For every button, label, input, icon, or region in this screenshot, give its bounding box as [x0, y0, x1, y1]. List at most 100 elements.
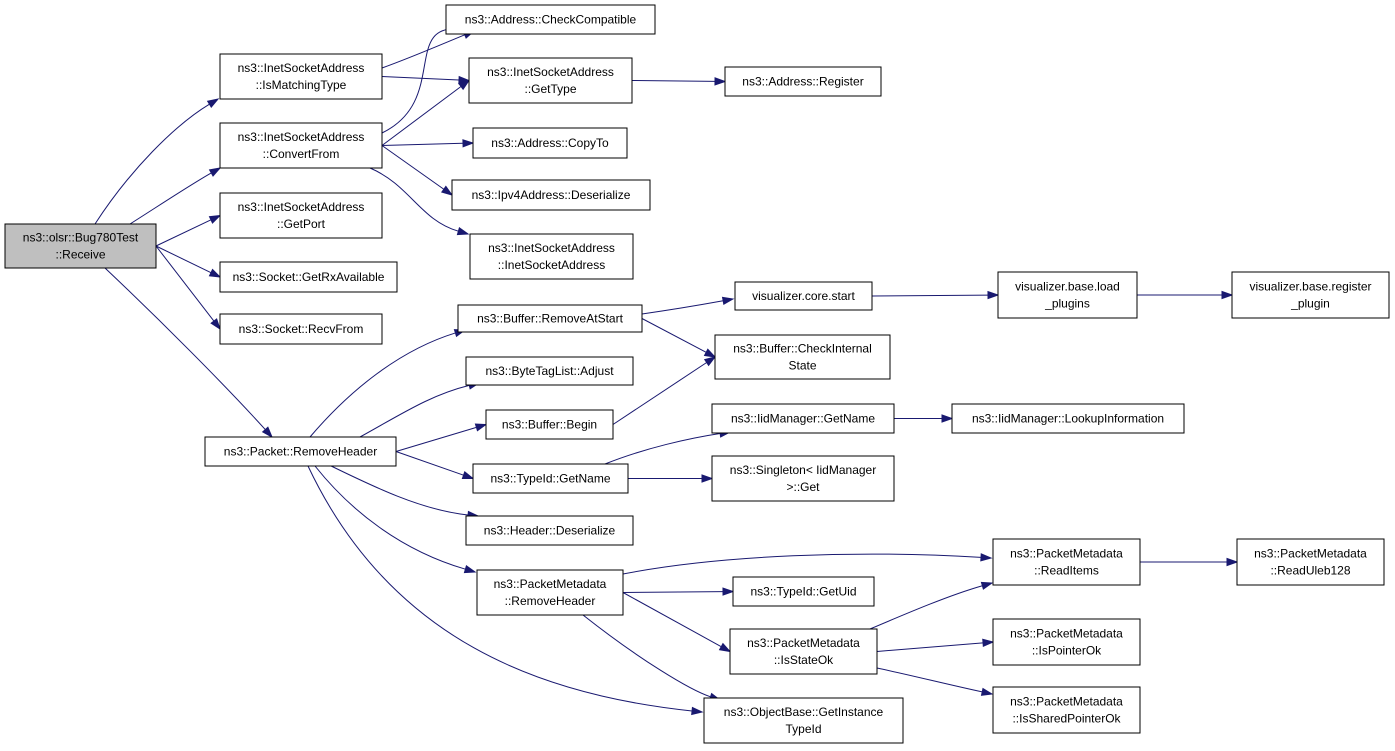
node-getuid[interactable]: ns3::TypeId::GetUid	[732, 576, 875, 607]
node-iid-getname[interactable]: ns3::IidManager::GetName	[711, 403, 895, 434]
node-ispointerok[interactable]: ns3::PacketMetadata::IsPointerOk	[992, 618, 1141, 666]
node-label: TypeId	[785, 722, 821, 736]
node-checkcompatible[interactable]: ns3::Address::CheckCompatible	[445, 4, 656, 35]
node-pm-removeheader[interactable]: ns3::PacketMetadata::RemoveHeader	[476, 569, 624, 616]
edge-line	[612, 362, 707, 425]
node-register[interactable]: ns3::Address::Register	[724, 66, 882, 97]
edge-convertfrom-to-gettype	[381, 79, 471, 146]
node-vis-start[interactable]: visualizer.core.start	[734, 281, 873, 311]
node-copyto[interactable]: ns3::Address::CopyTo	[472, 127, 628, 159]
node-label: ns3::olsr::Bug780Test	[23, 231, 139, 245]
edge-root-to-pkt_removeheader	[104, 267, 274, 439]
edge-removeatstart-to-vis_start	[641, 296, 735, 315]
edge-pkt_removeheader-to-adjust	[359, 381, 481, 438]
node-readitems[interactable]: ns3::PacketMetadata::ReadItems	[992, 538, 1141, 586]
node-readuleb[interactable]: ns3::PacketMetadata::ReadUleb128	[1236, 538, 1385, 586]
edge-pkt_removeheader-to-removeatstart	[309, 329, 467, 438]
node-label: _plugins	[1044, 297, 1090, 311]
node-label: visualizer.base.register	[1249, 280, 1371, 294]
node-singleton-get[interactable]: ns3::Singleton< IidManager>::Get	[711, 455, 895, 502]
node-box	[451, 179, 651, 211]
node-gettype[interactable]: ns3::InetSocketAddress::GetType	[468, 57, 633, 104]
node-inetctor[interactable]: ns3::InetSocketAddress::InetSocketAddres…	[469, 233, 634, 280]
edge-iid_getname-to-lookupinfo	[894, 414, 954, 423]
node-label: ns3::PacketMetadata	[1010, 627, 1123, 641]
node-convertfrom[interactable]: ns3::InetSocketAddress::ConvertFrom	[219, 122, 383, 169]
edge-line	[359, 384, 470, 438]
node-root[interactable]: ns3::olsr::Bug780Test::Receive	[4, 223, 157, 269]
arrowhead-icon	[941, 414, 954, 423]
arrowhead-icon	[440, 185, 454, 196]
node-label: ::IsPointerOk	[1032, 644, 1102, 658]
node-box	[711, 403, 895, 434]
node-getrxavailable[interactable]: ns3::Socket::GetRxAvailable	[219, 261, 398, 293]
node-tid-getname[interactable]: ns3::TypeId::GetName	[472, 463, 629, 494]
arrowhead-icon	[458, 79, 471, 91]
edge-line	[381, 34, 465, 69]
node-label: ns3::InetSocketAddress	[238, 130, 365, 144]
arrowhead-icon	[208, 167, 222, 177]
node-recvfrom[interactable]: ns3::Socket::RecvFrom	[219, 313, 383, 345]
node-ipv4deser[interactable]: ns3::Ipv4Address::Deserialize	[451, 179, 651, 211]
edge-line	[309, 332, 456, 438]
node-label: ns3::IidManager::GetName	[731, 412, 875, 426]
node-label: ns3::Packet::RemoveHeader	[224, 445, 377, 459]
node-ismatching[interactable]: ns3::InetSocketAddress::IsMatchingType	[219, 53, 383, 100]
edge-line	[381, 28, 465, 134]
edge-line	[876, 667, 983, 693]
node-box	[1236, 538, 1385, 586]
node-box	[465, 356, 634, 386]
arrowhead-icon	[721, 296, 735, 306]
node-adjust[interactable]: ns3::ByteTagList::Adjust	[465, 356, 634, 386]
node-lookupinfo[interactable]: ns3::IidManager::LookupInformation	[951, 403, 1185, 434]
arrowhead-icon	[210, 318, 221, 331]
arrowhead-icon	[714, 77, 727, 86]
edge-line	[307, 465, 693, 712]
node-label: visualizer.base.load	[1015, 280, 1120, 294]
edge-pkt_removeheader-to-pm_removeheader	[314, 465, 477, 574]
node-box	[711, 455, 895, 502]
node-getport[interactable]: ns3::InetSocketAddress::GetPort	[219, 192, 383, 239]
node-begin[interactable]: ns3::Buffer::Begin	[485, 409, 614, 440]
node-load-plugins[interactable]: visualizer.base.load _plugins	[997, 271, 1138, 319]
edge-isstateok-to-readitems	[869, 581, 994, 630]
node-label: ::ConvertFrom	[263, 147, 340, 161]
node-pkt-removeheader[interactable]: ns3::Packet::RemoveHeader	[204, 436, 397, 467]
node-label: ::InetSocketAddress	[498, 258, 605, 272]
node-label: ns3::Singleton< IidManager	[730, 463, 876, 477]
edge-line	[155, 245, 212, 274]
edge-line	[622, 592, 722, 648]
node-label: ::ReadUleb128	[1270, 564, 1350, 578]
edge-isstateok-to-ispointerok	[876, 638, 995, 652]
arrowhead-icon	[474, 423, 488, 432]
edge-line	[631, 80, 716, 82]
node-box	[472, 463, 629, 494]
node-isstateok[interactable]: ns3::PacketMetadata::IsStateOk	[729, 628, 878, 675]
edge-line	[314, 465, 466, 570]
edge-pkt_removeheader-to-hdr_deser	[324, 462, 480, 520]
edge-pm_removeheader-to-readitems	[622, 553, 993, 575]
arrowhead-icon	[980, 687, 994, 696]
node-removeatstart[interactable]: ns3::Buffer::RemoveAtStart	[457, 304, 643, 333]
edge-isstateok-to-issharedptrok	[876, 667, 994, 696]
arrowhead-icon	[718, 642, 732, 653]
node-hdr-deser[interactable]: ns3::Header::Deserialize	[465, 515, 634, 546]
node-box	[992, 686, 1141, 734]
node-register-plugin[interactable]: visualizer.base.register_plugin	[1231, 271, 1390, 319]
edge-line	[395, 426, 477, 452]
node-box	[204, 436, 397, 467]
edge-line	[104, 267, 266, 430]
node-box	[219, 53, 383, 100]
edge-vis_start-to-load_plugins	[871, 290, 1000, 300]
edge-gettype-to-register	[631, 77, 727, 86]
edge-line	[869, 585, 983, 630]
edge-line	[381, 145, 445, 190]
arrowhead-icon	[701, 474, 714, 483]
edge-line	[324, 462, 469, 516]
node-issharedptrok[interactable]: ns3::PacketMetadata::IsSharedPointerOk	[992, 686, 1141, 734]
edge-root-to-getport	[155, 214, 222, 247]
node-label: ns3::InetSocketAddress	[238, 200, 365, 214]
arrowhead-icon	[1221, 290, 1234, 300]
